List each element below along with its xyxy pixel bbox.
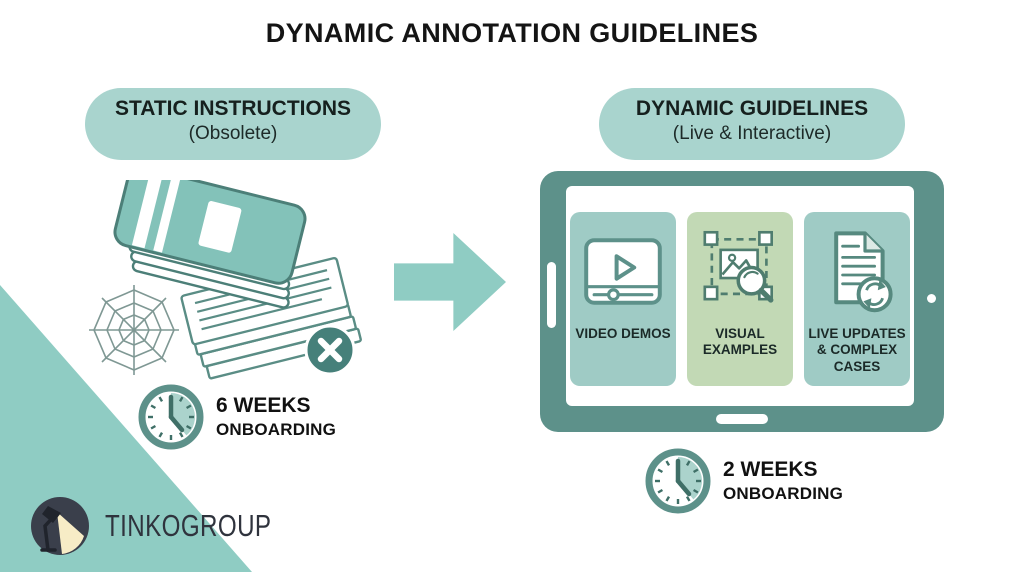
duration-value: 2 WEEKS <box>723 458 818 481</box>
static-instructions-badge: STATIC INSTRUCTIONS (Obsolete) <box>85 88 381 160</box>
duration-label: ONBOARDING <box>723 484 844 503</box>
clock-icon <box>645 448 711 514</box>
panel-label: VIDEO DEMOS <box>575 326 671 341</box>
image-selection-magnifier-icon <box>703 230 774 303</box>
desk-lamp-icon <box>31 497 89 555</box>
tablet-home-button <box>716 414 768 424</box>
cobweb-icon <box>89 285 179 375</box>
page-title: DYNAMIC ANNOTATION GUIDELINES <box>265 18 759 48</box>
badge-subtitle: (Obsolete) <box>188 123 278 144</box>
panel-label: LIVE UPDATES & COMPLEX CASES <box>808 326 906 374</box>
duration-label: ONBOARDING <box>216 420 337 439</box>
badge-title: STATIC INSTRUCTIONS <box>114 97 352 120</box>
panel-live-updates: LIVE UPDATES & COMPLEX CASES <box>804 212 910 386</box>
document-sync-icon <box>834 231 893 313</box>
dynamic-guidelines-badge: DYNAMIC GUIDELINES (Live & Interactive) <box>599 88 905 160</box>
tablet-camera-dot <box>927 294 936 303</box>
brand-logo: TINKOGROUP <box>28 494 318 558</box>
video-player-icon <box>584 237 662 305</box>
tablet-illustration: VIDEO DEMOS <box>540 171 944 432</box>
tablet-screen: VIDEO DEMOS <box>566 186 914 406</box>
badge-subtitle: (Live & Interactive) <box>672 123 832 144</box>
right-arrow-icon <box>394 233 506 331</box>
x-badge-icon <box>304 324 356 376</box>
book-icon <box>113 180 307 309</box>
brand-name: TINKOGROUP <box>105 508 272 543</box>
before-duration: 6 WEEKS ONBOARDING <box>138 384 336 450</box>
after-duration: 2 WEEKS ONBOARDING <box>645 448 843 514</box>
panel-video-demos: VIDEO DEMOS <box>570 212 676 386</box>
panel-label: VISUAL EXAMPLES <box>702 326 778 358</box>
tablet-side-button <box>547 262 556 328</box>
panel-visual-examples: VISUAL EXAMPLES <box>687 212 793 386</box>
clock-icon <box>138 384 204 450</box>
old-book-cobweb-papers-icon <box>89 180 362 380</box>
badge-title: DYNAMIC GUIDELINES <box>635 97 869 120</box>
duration-value: 6 WEEKS <box>216 394 311 417</box>
